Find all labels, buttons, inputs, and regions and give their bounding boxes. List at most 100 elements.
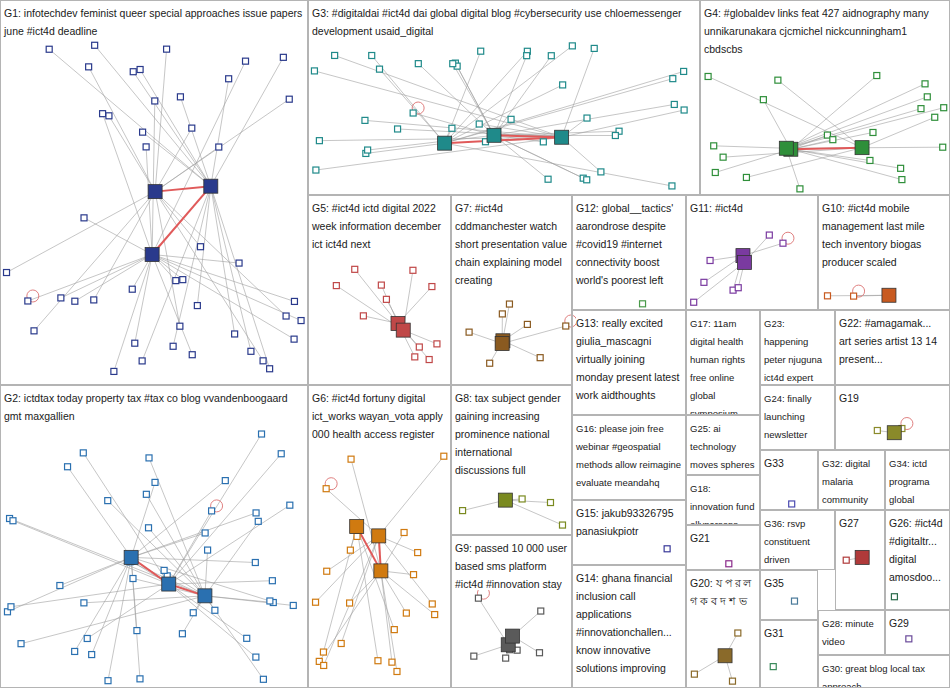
group-label: G21 xyxy=(690,532,710,544)
group-label-wrap: G26: #ict4d #digitaltr... digital amosdo… xyxy=(889,513,946,585)
network-link xyxy=(140,70,211,187)
hub-node xyxy=(495,337,509,351)
hub-node xyxy=(124,550,138,564)
user-node xyxy=(705,73,711,79)
user-node xyxy=(189,352,195,358)
network-link xyxy=(786,84,925,148)
user-node xyxy=(365,147,371,153)
user-node xyxy=(681,68,687,74)
user-node xyxy=(612,133,618,139)
network-link xyxy=(211,186,270,369)
user-node xyxy=(389,659,395,665)
user-node xyxy=(31,328,37,334)
group-label: G3: #digitaldai #ict4d dai global digita… xyxy=(312,7,681,37)
group-label: G25: ai technology moves spheres daily l… xyxy=(690,423,754,475)
network-link xyxy=(87,584,168,638)
network-link xyxy=(34,192,155,331)
user-node xyxy=(506,301,512,307)
user-node xyxy=(843,557,849,563)
group-label-wrap: G17: 11am digital health human rights fr… xyxy=(690,313,756,415)
group-label: G23: happening peter njuguna ict4d exper… xyxy=(764,318,825,385)
user-node xyxy=(180,277,186,283)
group-panel: G23: happening peter njuguna ict4d exper… xyxy=(760,310,835,385)
user-node xyxy=(164,46,170,52)
user-node xyxy=(789,501,795,507)
user-node xyxy=(870,129,876,135)
user-node xyxy=(743,174,749,180)
network-link xyxy=(155,192,286,316)
network-link xyxy=(169,581,273,584)
user-node xyxy=(332,52,338,58)
hub-node xyxy=(350,520,364,534)
user-node xyxy=(766,232,772,238)
user-node xyxy=(105,678,111,684)
user-node xyxy=(545,176,551,182)
group-label-wrap: G4: #globaldev links feat 427 aidnograph… xyxy=(704,3,946,57)
user-node xyxy=(924,94,930,100)
user-node xyxy=(712,169,718,175)
group-panel: G26: #ict4d #digitaltr... digital amosdo… xyxy=(885,510,950,610)
user-node xyxy=(524,53,530,59)
group-panel: G20: য প র ল গ ক ব দ শ ভ xyxy=(686,570,760,688)
user-node xyxy=(775,77,781,83)
user-node xyxy=(86,64,92,70)
group-panel: G6: #ict4d fortuny digital ict_works way… xyxy=(308,385,451,688)
network-link xyxy=(84,596,205,603)
network-link xyxy=(152,61,245,254)
user-node xyxy=(560,82,566,88)
network-link xyxy=(152,254,294,339)
user-node xyxy=(320,649,326,655)
user-node xyxy=(260,358,266,364)
network-link xyxy=(205,596,263,679)
group-panel: G14: ghana financial inclusion call appl… xyxy=(572,565,686,688)
user-node xyxy=(375,658,381,664)
user-node xyxy=(524,321,530,327)
user-node xyxy=(537,355,543,361)
group-label-wrap: G1: infotechdev feminist queer special a… xyxy=(4,3,304,39)
user-node xyxy=(291,298,297,304)
hub-node xyxy=(148,185,162,199)
network-link xyxy=(130,562,205,596)
hub-node xyxy=(887,426,901,440)
user-node xyxy=(173,278,179,284)
user-node xyxy=(140,129,146,135)
network-link xyxy=(155,192,200,247)
group-panel: G28: minute video #digitalpeac... xyxy=(818,610,885,655)
group-label: G8: tax subject gender gaining increasin… xyxy=(455,392,561,476)
group-label-wrap: G22: #amagamak... art series artist 13 1… xyxy=(839,313,946,367)
group-panel: G21 xyxy=(686,525,760,570)
group-label-wrap: G3: #digitaldai #ict4d dai global digita… xyxy=(312,3,696,39)
hub-node xyxy=(555,130,569,144)
user-node xyxy=(177,94,183,100)
group-label-wrap: G16: please join free webinar #geospatia… xyxy=(576,418,682,490)
network-link xyxy=(205,521,258,595)
group-label-wrap: G31 xyxy=(764,623,814,641)
user-node xyxy=(918,106,924,112)
user-node xyxy=(91,297,97,303)
network-link xyxy=(827,295,888,297)
group-label: G6: #ict4d fortuny digital ict_works way… xyxy=(312,392,443,440)
group-label-wrap: G15: jakub93326795 panasiukpiotr xyxy=(576,503,682,539)
network-link xyxy=(155,192,263,361)
network-link xyxy=(89,67,155,192)
group-panel: G10: #ict4d mobile management last mile … xyxy=(818,195,950,310)
user-node xyxy=(691,299,697,305)
network-link xyxy=(7,192,156,273)
user-node xyxy=(824,293,830,299)
user-node xyxy=(538,608,544,614)
user-node xyxy=(735,630,741,636)
group-panel: G9: passed 10 000 user based sms platfor… xyxy=(451,535,572,688)
user-node xyxy=(449,125,455,131)
group-label-wrap: G23: happening peter njuguna ict4d exper… xyxy=(764,313,831,385)
strong-link xyxy=(494,135,562,137)
group-label-wrap: G19 xyxy=(839,388,946,406)
network-link xyxy=(445,85,563,143)
network-link xyxy=(368,135,494,150)
network-link xyxy=(211,186,251,351)
network-link xyxy=(319,571,381,662)
user-node xyxy=(197,244,203,250)
user-node xyxy=(209,508,215,514)
user-node xyxy=(411,572,417,578)
group-label: G31 xyxy=(764,627,784,639)
group-label-wrap: G13: really excited giulia_mascagni virt… xyxy=(576,313,682,403)
